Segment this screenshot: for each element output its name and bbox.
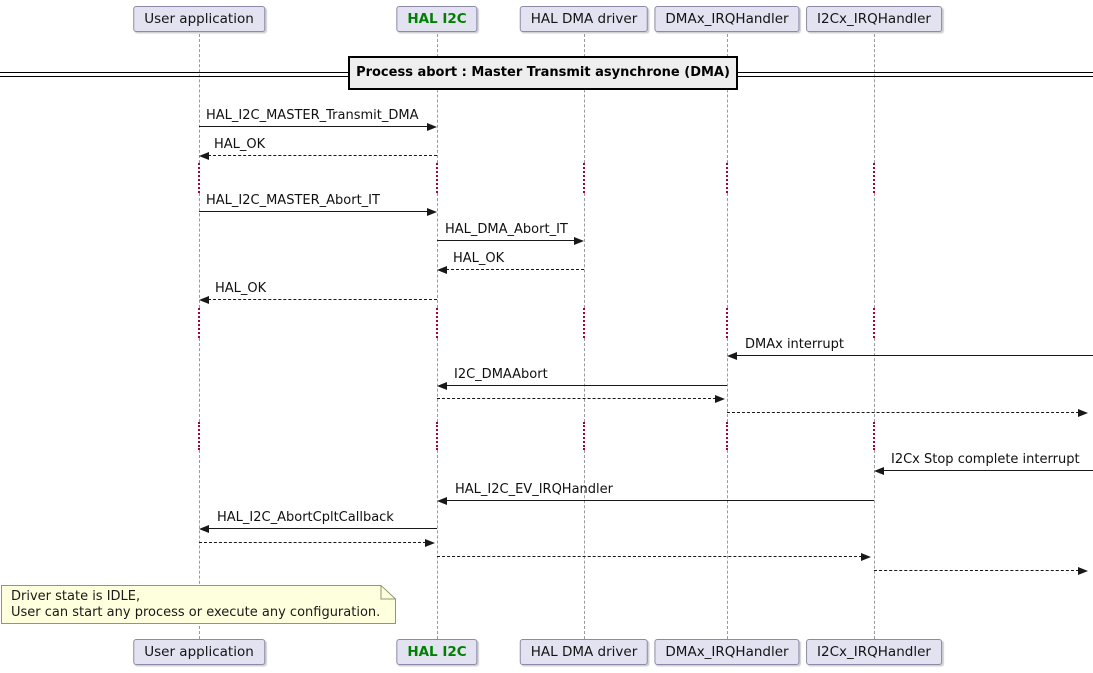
message-arrowhead-return-arrow bbox=[715, 394, 725, 403]
message-arrowhead-dmax-interrupt bbox=[727, 351, 737, 360]
message-arrowhead-hal-i2c-ev-irqhandler bbox=[437, 496, 447, 505]
message-label-hal-i2c-ev-irqhandler: HAL_I2C_EV_IRQHandler bbox=[455, 482, 613, 497]
message-line-return-arrow bbox=[874, 570, 1079, 571]
message-line-dmax-interrupt bbox=[736, 355, 1093, 356]
lifeline-user-application bbox=[199, 338, 200, 422]
lifeline-hal-dma-driver bbox=[584, 193, 585, 308]
message-line-i2c-dmaabort bbox=[446, 385, 727, 386]
lifeline-dmax-irqhandler bbox=[727, 193, 728, 308]
participant-i2cx-irqhandler-bottom: I2Cx_IRQHandler bbox=[806, 639, 942, 665]
message-arrowhead-hal-ok bbox=[199, 151, 209, 160]
message-line-return-arrow bbox=[727, 412, 1079, 413]
message-line-hal-ok bbox=[446, 269, 584, 270]
message-arrowhead-hal-i2c-abortcpltcallback bbox=[199, 524, 209, 533]
lifeline-delay-user-application-1 bbox=[198, 308, 200, 338]
lifeline-hal-i2c bbox=[437, 450, 438, 639]
note-body bbox=[1, 585, 396, 624]
lifeline-delay-user-application-2 bbox=[198, 422, 200, 450]
diagram-title: Process abort : Master Transmit asynchro… bbox=[348, 56, 738, 90]
lifeline-delay-hal-dma-driver-1 bbox=[583, 308, 585, 338]
message-line-hal-i2c-ev-irqhandler bbox=[446, 500, 874, 501]
note-shape bbox=[1, 585, 396, 624]
participant-dmax-irqhandler-bottom: DMAx_IRQHandler bbox=[654, 639, 800, 665]
message-arrowhead-hal-dma-abort-it bbox=[574, 236, 584, 245]
message-arrowhead-hal-i2c-master-abort-it bbox=[427, 207, 437, 216]
message-label-hal-i2c-master-abort-it: HAL_I2C_MASTER_Abort_IT bbox=[206, 193, 380, 208]
lifeline-i2cx-irqhandler bbox=[874, 450, 875, 639]
note-fold-corner bbox=[380, 585, 396, 600]
lifeline-hal-dma-driver bbox=[584, 450, 585, 639]
message-arrowhead-return-arrow bbox=[425, 538, 435, 547]
message-arrowhead-hal-ok bbox=[199, 295, 209, 304]
participant-user-application-top: User application bbox=[133, 6, 265, 32]
message-label-hal-ok: HAL_OK bbox=[215, 281, 267, 296]
lifeline-delay-hal-dma-driver-0 bbox=[583, 163, 585, 193]
lifeline-user-application bbox=[199, 450, 200, 639]
message-line-hal-i2c-master-transmit-dma bbox=[199, 126, 428, 127]
participant-user-application-bottom: User application bbox=[133, 639, 265, 665]
participant-hal-i2c-top: HAL I2C bbox=[396, 6, 478, 32]
lifeline-delay-dmax-irqhandler-2 bbox=[726, 422, 728, 450]
message-label-i2cx-stop-complete-interrupt: I2Cx Stop complete interrupt bbox=[891, 452, 1080, 467]
message-line-return-arrow bbox=[437, 556, 862, 557]
participant-dmax-irqhandler-top: DMAx_IRQHandler bbox=[654, 6, 800, 32]
lifeline-hal-i2c bbox=[437, 34, 438, 163]
message-line-hal-i2c-abortcpltcallback bbox=[208, 528, 437, 529]
note-text-line1: Driver state is IDLE, bbox=[11, 589, 141, 604]
participant-hal-i2c-bottom: HAL I2C bbox=[396, 639, 478, 665]
message-line-return-arrow bbox=[199, 542, 426, 543]
message-line-i2cx-stop-complete-interrupt bbox=[883, 470, 1093, 471]
lifeline-user-application bbox=[199, 193, 200, 308]
message-line-hal-i2c-master-abort-it bbox=[199, 211, 428, 212]
message-arrowhead-i2cx-stop-complete-interrupt bbox=[874, 466, 884, 475]
lifeline-delay-dmax-irqhandler-0 bbox=[726, 163, 728, 193]
lifeline-hal-dma-driver bbox=[584, 34, 585, 163]
participant-hal-dma-driver-top: HAL DMA driver bbox=[519, 6, 649, 32]
message-arrowhead-hal-ok bbox=[437, 265, 447, 274]
message-label-hal-dma-abort-it: HAL_DMA_Abort_IT bbox=[445, 222, 568, 237]
message-label-hal-i2c-abortcpltcallback: HAL_I2C_AbortCpltCallback bbox=[217, 510, 394, 525]
participant-hal-dma-driver-bottom: HAL DMA driver bbox=[519, 639, 649, 665]
lifeline-user-application bbox=[199, 34, 200, 163]
message-label-hal-i2c-master-transmit-dma: HAL_I2C_MASTER_Transmit_DMA bbox=[206, 108, 419, 123]
message-line-hal-dma-abort-it bbox=[437, 240, 575, 241]
message-arrowhead-return-arrow bbox=[861, 552, 871, 561]
lifeline-delay-i2cx-irqhandler-2 bbox=[873, 422, 875, 450]
message-label-hal-ok: HAL_OK bbox=[453, 251, 505, 266]
lifeline-dmax-irqhandler bbox=[727, 338, 728, 422]
message-line-hal-ok bbox=[208, 155, 437, 156]
lifeline-delay-i2cx-irqhandler-0 bbox=[873, 163, 875, 193]
message-label-hal-ok: HAL_OK bbox=[214, 137, 266, 152]
lifeline-delay-i2cx-irqhandler-1 bbox=[873, 308, 875, 338]
message-label-dmax-interrupt: DMAx interrupt bbox=[745, 337, 844, 352]
lifeline-i2cx-irqhandler bbox=[874, 193, 875, 308]
lifeline-delay-hal-i2c-2 bbox=[436, 422, 438, 450]
message-arrowhead-i2c-dmaabort bbox=[437, 381, 447, 390]
lifeline-dmax-irqhandler bbox=[727, 450, 728, 639]
participant-i2cx-irqhandler-top: I2Cx_IRQHandler bbox=[806, 6, 942, 32]
message-line-return-arrow bbox=[437, 398, 716, 399]
lifeline-hal-dma-driver bbox=[584, 338, 585, 422]
message-label-i2c-dmaabort: I2C_DMAAbort bbox=[454, 367, 548, 382]
lifeline-i2cx-irqhandler bbox=[874, 338, 875, 422]
lifeline-hal-i2c bbox=[437, 193, 438, 308]
lifeline-hal-i2c bbox=[437, 338, 438, 422]
lifeline-i2cx-irqhandler bbox=[874, 34, 875, 163]
lifeline-delay-dmax-irqhandler-1 bbox=[726, 308, 728, 338]
lifeline-delay-hal-dma-driver-2 bbox=[583, 422, 585, 450]
note-text-line2: User can start any process or execute an… bbox=[11, 605, 381, 620]
lifeline-dmax-irqhandler bbox=[727, 34, 728, 163]
message-arrowhead-return-arrow bbox=[1078, 566, 1088, 575]
lifeline-delay-hal-i2c-0 bbox=[436, 163, 438, 193]
message-arrowhead-return-arrow bbox=[1078, 408, 1088, 417]
message-arrowhead-hal-i2c-master-transmit-dma bbox=[427, 122, 437, 131]
message-line-hal-ok bbox=[208, 299, 437, 300]
lifeline-delay-hal-i2c-1 bbox=[436, 308, 438, 338]
lifeline-delay-user-application-0 bbox=[198, 163, 200, 193]
